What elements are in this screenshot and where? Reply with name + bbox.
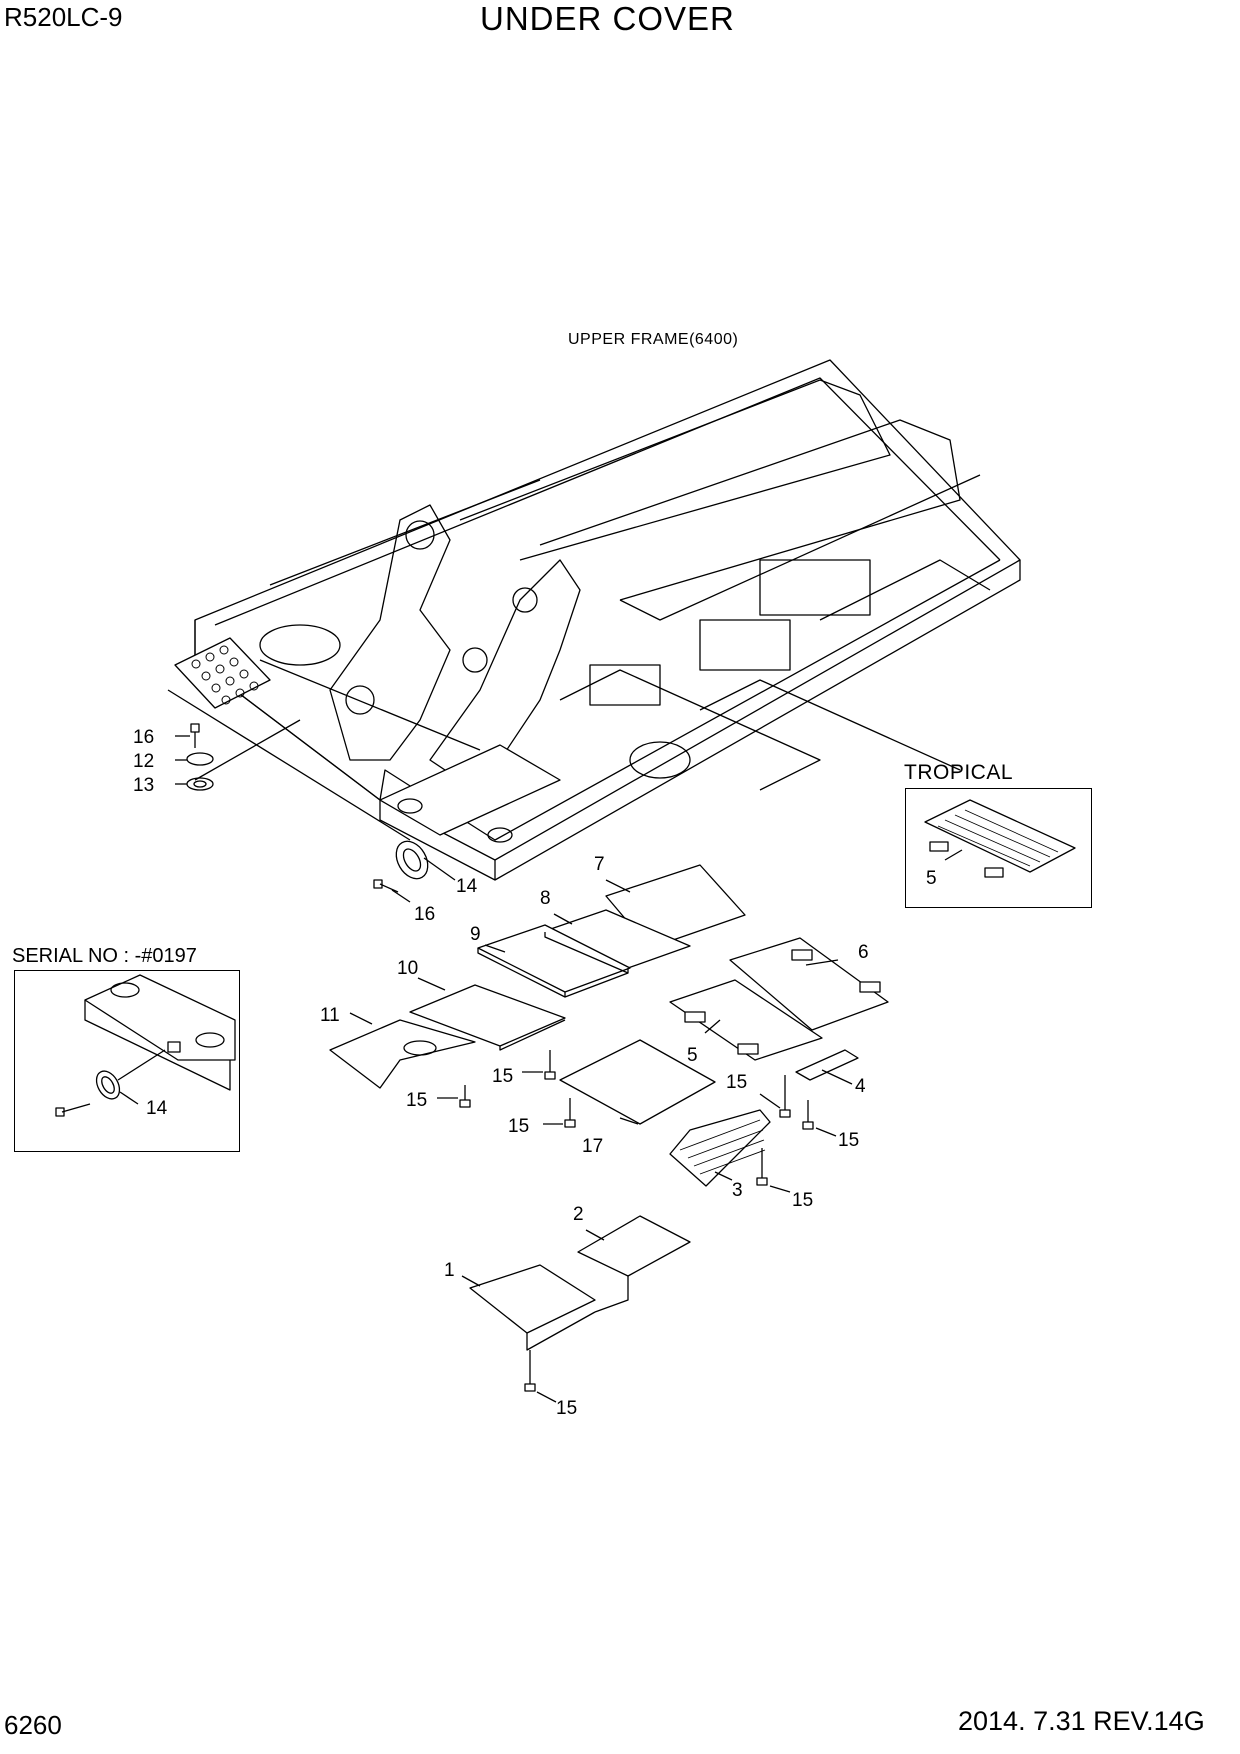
tropical-inset-box — [905, 788, 1092, 908]
revision-date: 2014. 7.31 REV.14G — [958, 1706, 1205, 1736]
callout-7: 7 — [594, 854, 605, 875]
upper-frame-assembly — [167, 359, 1021, 881]
page-number: 6260 — [4, 1710, 62, 1740]
callout-13: 13 — [133, 775, 154, 796]
callout-12: 12 — [133, 751, 154, 772]
hardware-items-16-12-13 — [175, 723, 214, 791]
callout-15: 15 — [508, 1116, 529, 1137]
callout-9: 9 — [470, 924, 481, 945]
callout-11: 11 — [320, 1005, 340, 1026]
callout-16: 16 — [133, 727, 154, 748]
callout-10: 10 — [397, 958, 418, 979]
cover-14 — [373, 840, 456, 903]
callout-15: 15 — [726, 1072, 747, 1093]
callout-3: 3 — [732, 1180, 743, 1201]
tropical-perforated-cover — [924, 799, 1076, 878]
callout-14: 14 — [146, 1098, 168, 1119]
bolts-15 — [437, 1050, 837, 1403]
under-cover-plates-7-11 — [329, 864, 746, 1089]
callout-5: 5 — [687, 1045, 698, 1066]
callout-15: 15 — [792, 1190, 813, 1211]
callout-labels: 16 12 13 14 16 7 8 9 10 11 6 5 4 15 15 1… — [133, 727, 937, 1419]
under-cover-plates-3-6-17 — [559, 937, 889, 1187]
upper-frame-label: UPPER FRAME(6400) — [568, 331, 739, 348]
callout-14: 14 — [456, 876, 478, 897]
callout-1: 1 — [444, 1260, 455, 1281]
callout-15: 15 — [406, 1090, 427, 1111]
callout-5: 5 — [926, 868, 937, 889]
under-cover-plates-1-2 — [461, 1215, 691, 1366]
serial-inset-parts — [55, 974, 236, 1117]
tropical-label: TROPICAL — [904, 761, 1014, 784]
page-title: UNDER COVER — [480, 0, 735, 37]
callout-15: 15 — [838, 1130, 859, 1151]
callout-4: 4 — [855, 1076, 866, 1097]
serial-inset-box — [14, 970, 240, 1152]
callout-2: 2 — [573, 1204, 584, 1225]
callout-16: 16 — [414, 904, 435, 925]
callout-6: 6 — [858, 942, 869, 963]
callout-15: 15 — [492, 1066, 513, 1087]
model-number: R520LC-9 — [4, 2, 123, 32]
callout-17: 17 — [582, 1136, 603, 1157]
callout-8: 8 — [540, 888, 551, 909]
serial-label: SERIAL NO : -#0197 — [12, 945, 197, 967]
callout-15: 15 — [556, 1398, 577, 1419]
